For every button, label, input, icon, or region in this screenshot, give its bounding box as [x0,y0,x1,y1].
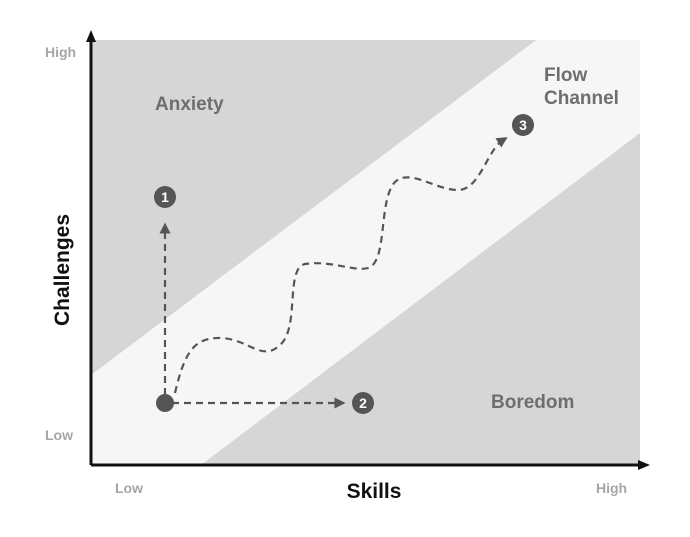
x-axis-title: Skills [347,480,402,503]
marker-2: 2 [352,392,374,414]
x-axis-arrow-icon [638,460,650,470]
marker-3: 3 [512,114,534,136]
marker-3-number: 3 [519,117,527,133]
marker-1-number: 1 [161,189,169,205]
y-axis-arrow-icon [86,30,96,42]
boredom-label: Boredom [491,392,574,413]
start-point [156,394,174,412]
y-low-label: Low [45,427,73,443]
x-high-label: High [596,480,627,496]
x-low-label: Low [115,480,143,496]
y-axis-title: Challenges [51,214,74,326]
marker-1: 1 [154,186,176,208]
path-to-flow [173,137,508,394]
anxiety-label: Anxiety [155,94,224,115]
marker-2-number: 2 [359,395,367,411]
flow-label-line2: Channel [544,88,619,109]
flow-label-line1: Flow [544,65,587,86]
y-high-label: High [45,44,76,60]
